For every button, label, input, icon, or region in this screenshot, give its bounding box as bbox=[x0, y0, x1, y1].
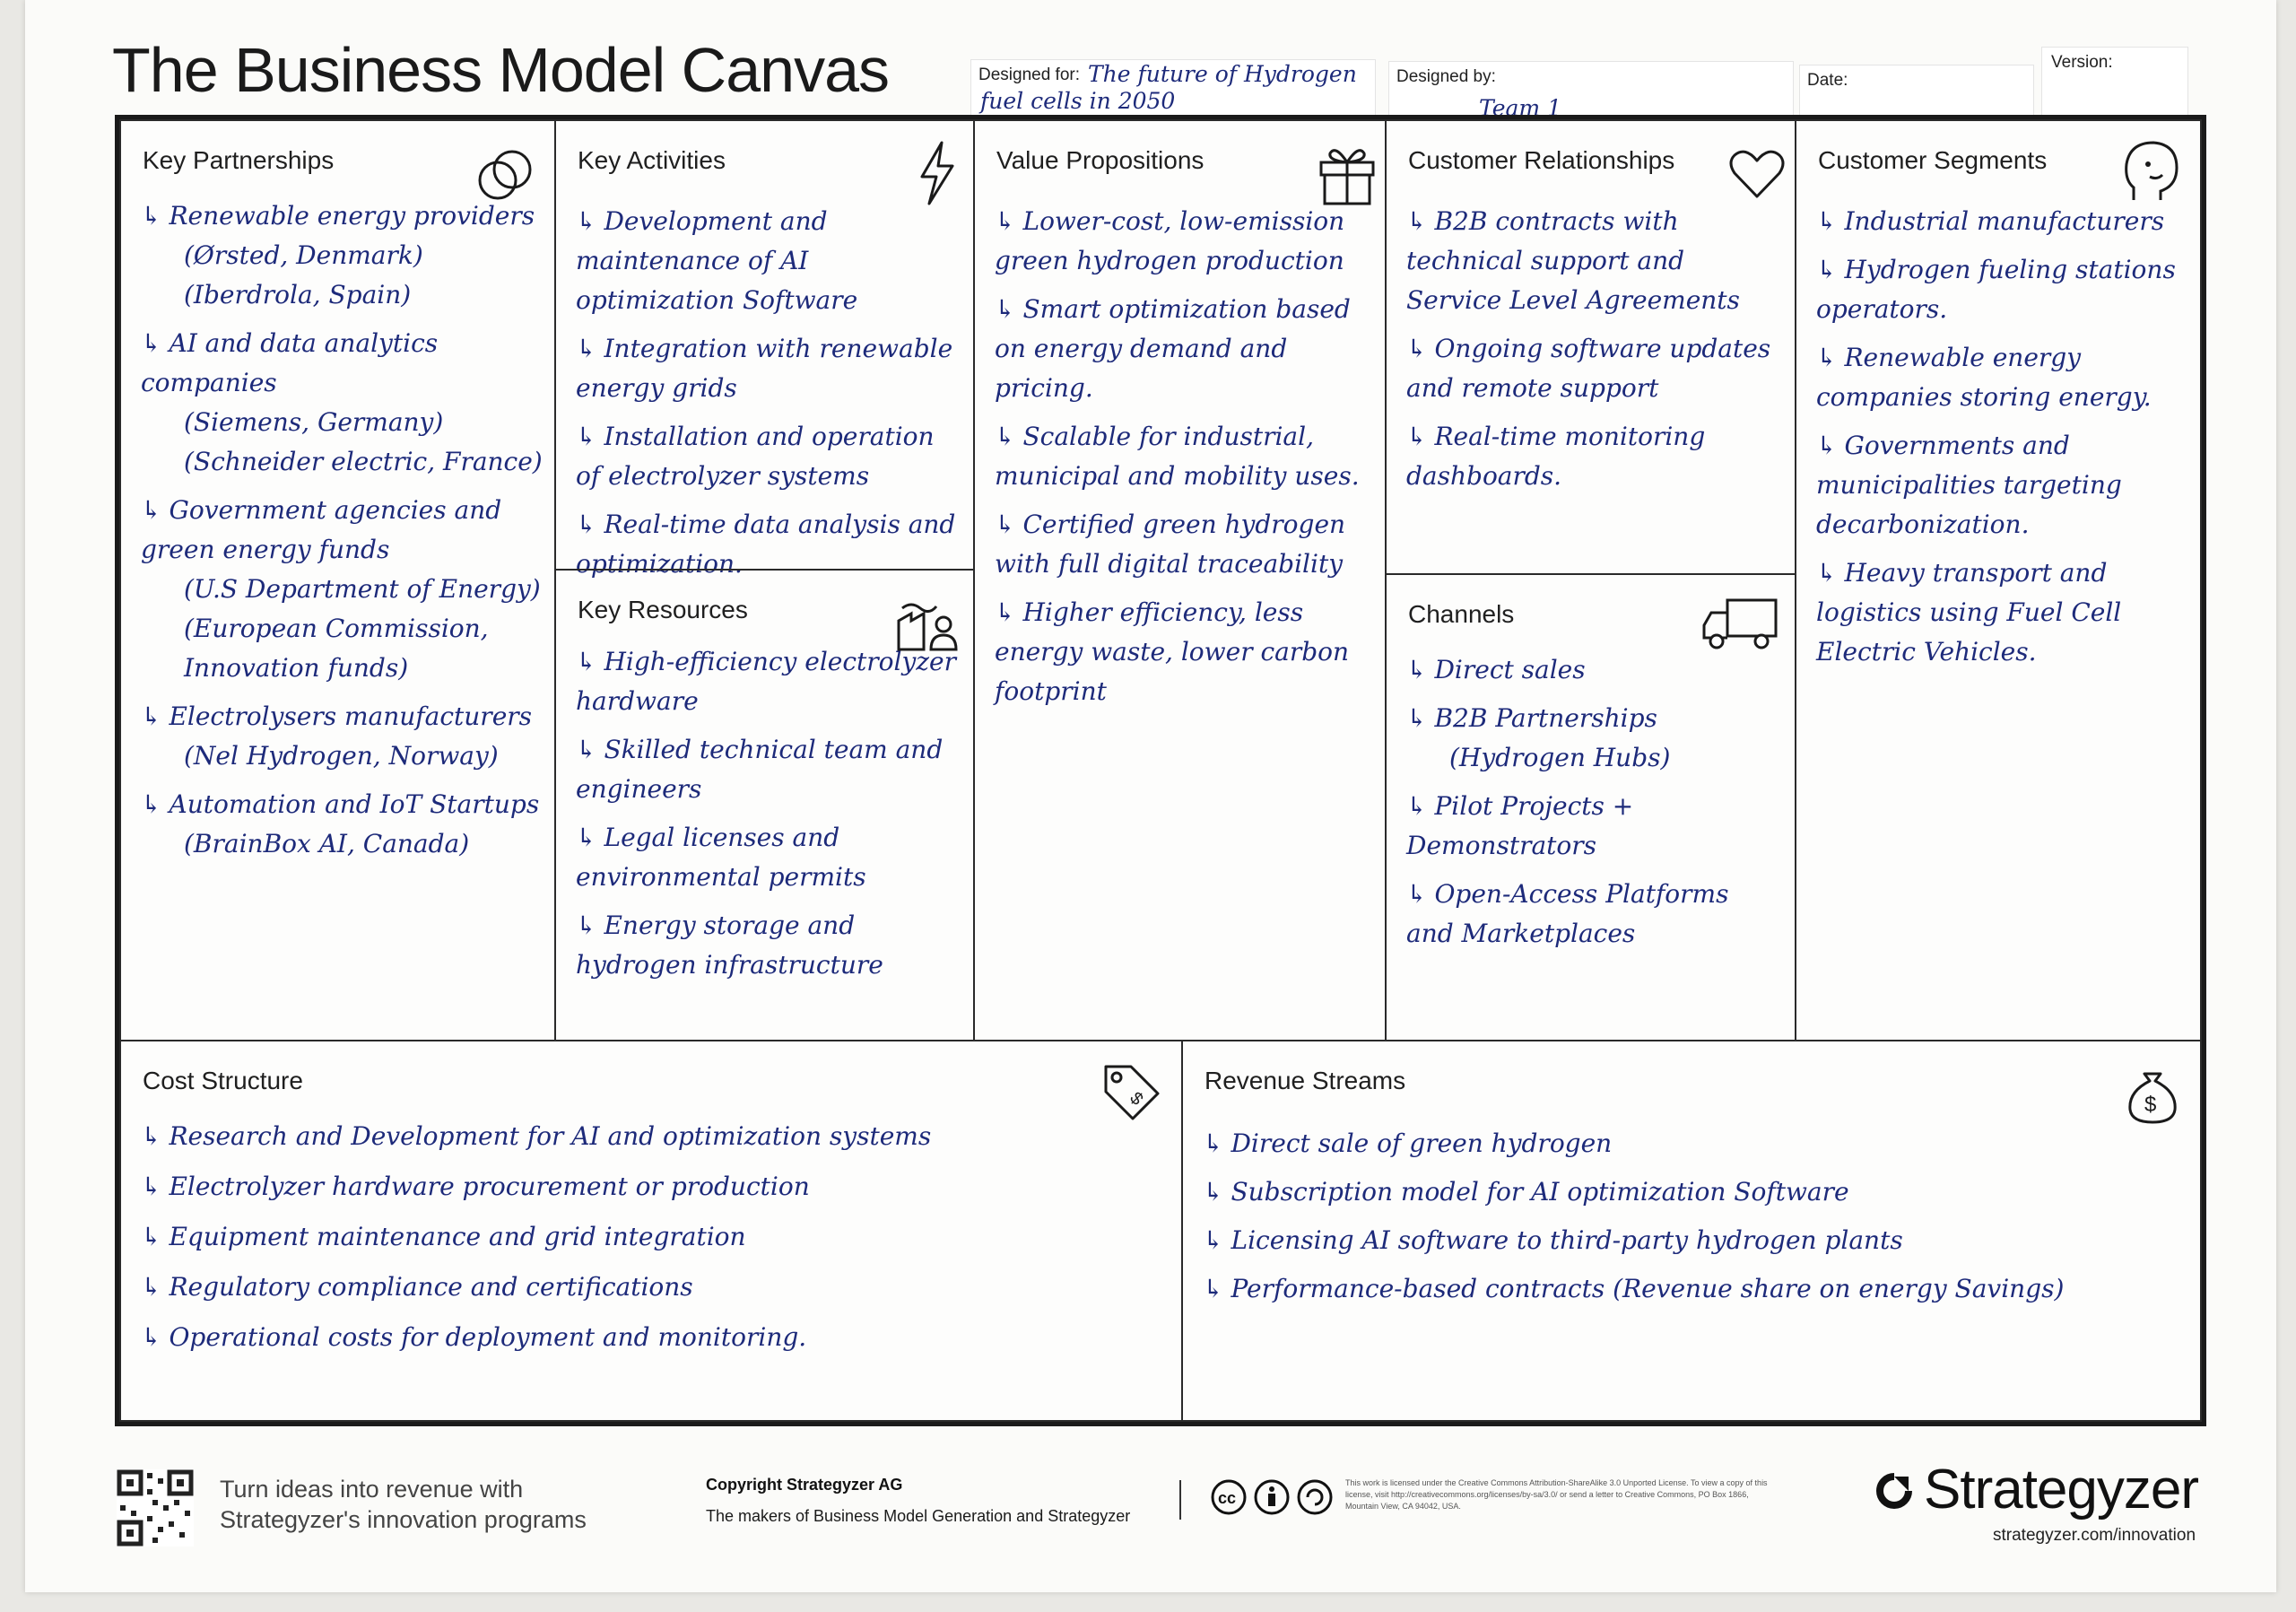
list-item: ↳Certified green hydrogen with full digi… bbox=[995, 510, 1346, 579]
list-item: ↳Automation and IoT Startups(BrainBox AI… bbox=[141, 789, 540, 858]
gift-icon bbox=[1316, 141, 1378, 207]
block-title: Cost Structure bbox=[143, 1067, 303, 1094]
lightning-icon bbox=[915, 139, 960, 207]
notes-value-propositions: ↳Lower-cost, low-emission green hydrogen… bbox=[995, 202, 1371, 720]
license-text: This work is licensed under the Creative… bbox=[1345, 1478, 1768, 1511]
list-item: ↳Hydrogen fueling stations operators. bbox=[1816, 255, 2176, 324]
heart-icon bbox=[1727, 146, 1787, 200]
list-item: ↳Open-Access Platforms and Marketplaces bbox=[1406, 879, 1729, 948]
notes-key-activities: ↳Development and maintenance of AI optim… bbox=[576, 202, 961, 593]
list-item: ↳Regulatory compliance and certification… bbox=[141, 1272, 693, 1302]
designed-by-label: Designed by: bbox=[1396, 67, 1496, 86]
list-item: ↳B2B contracts with technical support an… bbox=[1406, 206, 1740, 315]
list-item: ↳Real-time data analysis and optimizatio… bbox=[576, 510, 956, 579]
list-item: ↳Pilot Projects + Demonstrators bbox=[1406, 791, 1634, 860]
block-key-partnerships[interactable]: Key Partnerships ↳Renewable energy provi… bbox=[119, 119, 556, 1041]
truck-icon bbox=[1700, 595, 1781, 652]
block-title: Revenue Streams bbox=[1205, 1067, 1406, 1094]
block-channels[interactable]: Channels ↳Direct sales ↳B2B Partnerships… bbox=[1385, 573, 1796, 1041]
list-item: ↳Higher efficiency, less energy waste, l… bbox=[995, 597, 1350, 706]
money-bag-icon: $ bbox=[2125, 1061, 2180, 1126]
notes-channels: ↳Direct sales ↳B2B Partnerships(Hydrogen… bbox=[1406, 650, 1783, 963]
list-item: ↳Research and Development for AI and opt… bbox=[141, 1121, 932, 1151]
page-title: The Business Model Canvas bbox=[112, 35, 890, 105]
block-title: Customer Segments bbox=[1818, 146, 2048, 174]
block-revenue-streams[interactable]: Revenue Streams $ ↳Direct sale of green … bbox=[1181, 1040, 2202, 1422]
block-title: Key Resources bbox=[578, 596, 748, 623]
notes-customer-segments: ↳Industrial manufacturers ↳Hydrogen fuel… bbox=[1816, 202, 2193, 681]
block-title: Key Activities bbox=[578, 146, 726, 174]
svg-text:cc: cc bbox=[1218, 1489, 1236, 1507]
list-item: ↳B2B Partnerships(Hydrogen Hubs) bbox=[1406, 703, 1671, 772]
list-item: ↳Development and maintenance of AI optim… bbox=[576, 206, 858, 315]
designed-for-label: Designed for: bbox=[978, 65, 1081, 84]
list-item: ↳High-efficiency electrolyzer hardware bbox=[576, 647, 957, 716]
list-item: ↳Skilled technical team and engineers bbox=[576, 735, 944, 804]
promo-line-1: Turn ideas into revenue with bbox=[220, 1476, 524, 1503]
list-item: ↳AI and data analytics companies(Siemens… bbox=[141, 328, 543, 476]
list-item: ↳Performance-based contracts (Revenue sh… bbox=[1203, 1274, 2065, 1303]
version-label: Version: bbox=[2051, 53, 2113, 72]
list-item: ↳Direct sales bbox=[1406, 655, 1586, 684]
block-title: Key Partnerships bbox=[143, 146, 335, 174]
list-item: ↳Smart optimization based on energy dema… bbox=[995, 294, 1351, 403]
designed-for-line-2: fuel cells in 2050 bbox=[980, 88, 1176, 114]
notes-key-resources: ↳High-efficiency electrolyzer hardware ↳… bbox=[576, 642, 961, 994]
divider bbox=[1179, 1480, 1181, 1520]
notes-cost-structure: ↳Research and Development for AI and opt… bbox=[141, 1117, 1163, 1368]
list-item: ↳Governments and municipalities targetin… bbox=[1816, 431, 2122, 539]
link-icon bbox=[471, 141, 539, 209]
block-value-propositions[interactable]: Value Propositions ↳Lower-cost, low-emis… bbox=[973, 119, 1387, 1041]
promo-text: Turn ideas into revenue with Strategyzer… bbox=[220, 1474, 587, 1535]
face-icon bbox=[2121, 137, 2184, 205]
list-item: ↳Lower-cost, low-emission green hydrogen… bbox=[995, 206, 1345, 275]
date-label: Date: bbox=[1807, 71, 1848, 90]
brand-name: Strategyzer bbox=[1924, 1459, 2199, 1521]
qr-code-icon bbox=[117, 1469, 194, 1547]
copyright-text: Copyright Strategyzer AG bbox=[706, 1476, 903, 1494]
list-item: ↳Real-time monitoring dashboards. bbox=[1406, 422, 1706, 491]
list-item: ↳Direct sale of green hydrogen bbox=[1203, 1128, 1613, 1158]
list-item: ↳Ongoing software updates and remote sup… bbox=[1406, 334, 1771, 403]
svg-text:$: $ bbox=[2144, 1093, 2156, 1117]
list-item: ↳Operational costs for deployment and mo… bbox=[141, 1322, 807, 1352]
block-customer-relationships[interactable]: Customer Relationships ↳B2B contracts wi… bbox=[1385, 119, 1796, 575]
block-title: Value Propositions bbox=[996, 146, 1205, 174]
list-item: ↳Industrial manufacturers bbox=[1816, 206, 2165, 236]
list-item: ↳Energy storage and hydrogen infrastruct… bbox=[576, 911, 883, 980]
notes-customer-relationships: ↳B2B contracts with technical support an… bbox=[1406, 202, 1783, 505]
list-item: ↳Government agencies and green energy fu… bbox=[141, 495, 541, 683]
factory-worker-icon bbox=[893, 588, 961, 653]
block-key-activities[interactable]: Key Activities ↳Development and maintena… bbox=[554, 119, 975, 579]
list-item: ↳Electrolysers manufacturers(Nel Hydroge… bbox=[141, 701, 533, 771]
block-title: Customer Relationships bbox=[1408, 146, 1675, 174]
list-item: ↳Subscription model for AI optimization … bbox=[1203, 1177, 1849, 1207]
list-item: ↳Renewable energy companies storing ener… bbox=[1816, 343, 2152, 412]
list-item: ↳Heavy transport and logistics using Fue… bbox=[1816, 558, 2122, 667]
block-customer-segments[interactable]: Customer Segments ↳Industrial manufactur… bbox=[1795, 119, 2202, 1041]
list-item: ↳Integration with renewable energy grids bbox=[576, 334, 953, 403]
block-title: Channels bbox=[1408, 600, 1515, 628]
block-key-resources[interactable]: Key Resources ↳High-efficiency electroly… bbox=[554, 569, 975, 1041]
makers-text: The makers of Business Model Generation … bbox=[706, 1507, 1131, 1525]
list-item: ↳Legal licenses and environmental permit… bbox=[576, 823, 866, 892]
brand-url[interactable]: strategyzer.com/innovation bbox=[1993, 1526, 2196, 1545]
designed-for-line-1: The future of Hydrogen bbox=[1088, 61, 1357, 87]
notes-key-partnerships: ↳Renewable energy providers(Ørsted, Denm… bbox=[141, 196, 544, 873]
list-item: ↳Scalable for industrial, municipal and … bbox=[995, 422, 1360, 491]
creative-commons-icons: cc bbox=[1211, 1478, 1336, 1516]
list-item: ↳Equipment maintenance and grid integrat… bbox=[141, 1222, 746, 1251]
list-item: ↳Installation and operation of electroly… bbox=[576, 422, 935, 491]
copyright-block: Copyright Strategyzer AG The makers of B… bbox=[706, 1476, 1130, 1526]
business-model-canvas: Key Partnerships ↳Renewable energy provi… bbox=[115, 115, 2206, 1426]
promo-line-2: Strategyzer's innovation programs bbox=[220, 1506, 587, 1533]
strategyzer-logo-icon bbox=[1873, 1469, 1916, 1512]
designed-for-field[interactable]: Designed for: The future of Hydrogen fue… bbox=[970, 59, 1376, 122]
list-item: ↳Renewable energy providers(Ørsted, Denm… bbox=[141, 201, 535, 309]
block-cost-structure[interactable]: Cost Structure $ ↳Research and Developme… bbox=[119, 1040, 1183, 1422]
notes-revenue-streams: ↳Direct sale of green hydrogen ↳Subscrip… bbox=[1203, 1124, 2180, 1318]
list-item: ↳Licensing AI software to third-party hy… bbox=[1203, 1225, 1903, 1255]
price-tag-icon: $ bbox=[1099, 1059, 1163, 1124]
list-item: ↳Electrolyzer hardware procurement or pr… bbox=[141, 1172, 810, 1201]
